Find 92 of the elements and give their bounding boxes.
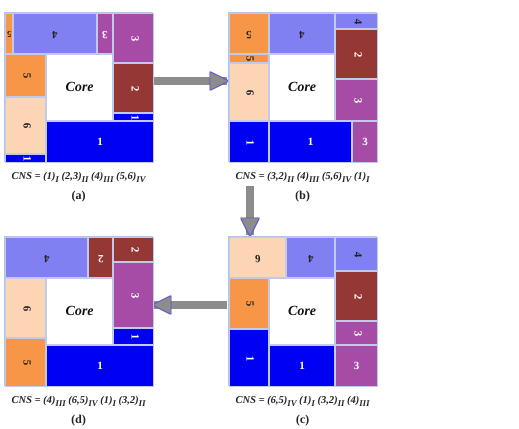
module-block [113, 63, 154, 113]
module-block [286, 237, 335, 278]
module-block [13, 13, 97, 54]
panel-label: (d) [71, 412, 86, 427]
module-block [97, 13, 113, 54]
module-block [113, 113, 154, 121]
module-number: 2 [98, 252, 104, 263]
module-block [229, 121, 269, 163]
module-number: 3 [351, 330, 362, 336]
module-number: 1 [128, 334, 139, 340]
module-block [88, 237, 113, 278]
module-number: 5 [6, 29, 12, 38]
panel-label: (a) [72, 188, 86, 203]
module-number: 3 [362, 136, 368, 148]
module-block [352, 121, 378, 163]
module-number: 2 [128, 246, 139, 252]
module-block [269, 13, 335, 54]
module-block [335, 271, 378, 321]
module-block [5, 237, 88, 278]
module-block [113, 237, 154, 262]
module-block [229, 329, 269, 387]
core-label: Core [66, 304, 94, 318]
core-label: Core [288, 80, 316, 94]
module-block [229, 278, 269, 329]
core-label: Core [66, 80, 94, 94]
module-number: 2 [351, 51, 362, 57]
core-region [269, 54, 335, 121]
panel-label: (c) [296, 412, 310, 427]
module-number: 1 [244, 139, 254, 145]
module-block [5, 278, 46, 338]
module-number: 4 [351, 18, 362, 24]
module-block [269, 121, 352, 163]
module-number: 5 [244, 56, 254, 62]
module-block [113, 262, 154, 328]
core-region [46, 278, 113, 345]
module-number: 4 [52, 28, 58, 39]
module-number: 1 [308, 136, 314, 148]
core-region [269, 278, 335, 345]
module-block [229, 13, 269, 54]
module-number: 5 [20, 360, 31, 366]
core-region [46, 54, 113, 121]
module-block [5, 13, 13, 54]
module-number: 3 [354, 360, 360, 372]
module-block [229, 63, 269, 121]
module-number: 3 [351, 97, 362, 103]
module-number: 6 [254, 252, 260, 263]
module-number: 4 [351, 251, 362, 257]
module-number: 5 [20, 72, 31, 78]
module-number: 3 [128, 35, 139, 41]
module-number: 1 [97, 136, 103, 148]
module-number: 5 [244, 300, 254, 306]
module-number: 1 [299, 360, 305, 372]
module-number: 1 [20, 156, 31, 162]
module-block [269, 345, 335, 387]
module-number: 3 [128, 292, 139, 298]
cns-expression: CNS = (1)$_{I}$ (2,3)$_{II}$ (4)$_{III}$ (5,6)$_{IV}$ [12, 171, 146, 184]
cns-expression: CNS = (3,2)$_{II}$ (4)$_{III}$ (5,6)$_{IV}$ (1)$_{I}$ [236, 171, 370, 184]
module-block [229, 237, 286, 278]
core-label: Core [288, 304, 316, 318]
module-block [5, 54, 46, 97]
module-block [46, 121, 154, 163]
module-block [335, 237, 378, 271]
module-block [335, 345, 378, 387]
module-block [5, 154, 46, 163]
module-number: 3 [102, 28, 108, 39]
module-block [335, 29, 378, 79]
module-block [5, 97, 46, 154]
module-number: 4 [44, 252, 50, 263]
module-number: 5 [246, 28, 252, 39]
module-block [113, 13, 154, 63]
block-arrow [240, 186, 260, 238]
module-block [46, 345, 154, 387]
module-number: 6 [20, 305, 31, 311]
module-block [335, 321, 378, 345]
panel-label: (b) [295, 188, 310, 203]
module-number: 2 [128, 85, 139, 91]
cns-expression: CNS = (6,5)$_{IV}$ (1)$_{I}$ (3,2)$_{II}$ (4)$_{III}$ [236, 395, 370, 408]
module-number: 4 [299, 28, 305, 39]
cns-expression: CNS = (4)$_{III}$ (6,5)$_{IV}$ (1)$_{I}$ (3,2)$_{II}$ [12, 395, 146, 408]
module-number: 2 [351, 293, 362, 299]
module-number: 1 [97, 360, 103, 372]
module-number: 1 [128, 114, 139, 120]
module-number: 1 [244, 355, 254, 361]
module-block [5, 338, 46, 387]
module-block [335, 79, 378, 121]
module-number: 4 [308, 252, 314, 263]
module-number: 6 [244, 89, 254, 95]
module-block [113, 328, 154, 345]
block-arrow [154, 70, 230, 92]
module-block [229, 54, 269, 63]
module-number: 6 [20, 122, 31, 128]
module-block [335, 13, 378, 29]
